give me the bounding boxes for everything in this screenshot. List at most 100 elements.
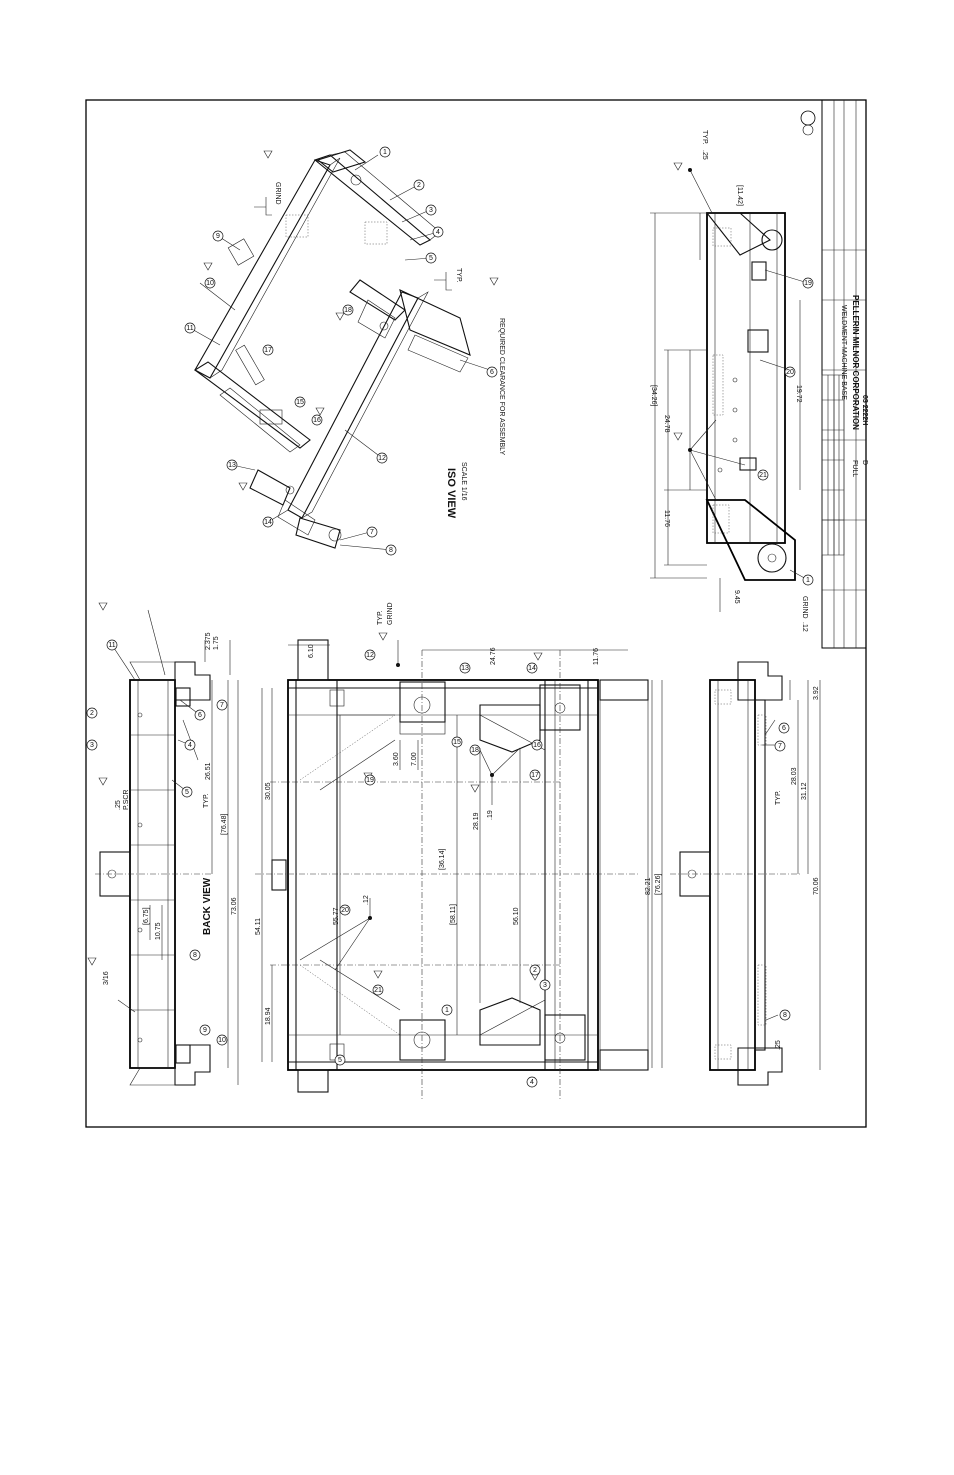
item-balloon [425,252,437,264]
item-balloon-number: 3 [90,742,94,749]
back-weld-b: .25 [115,800,122,810]
item-balloon-number: 14 [264,519,272,526]
item-balloon-number: 3 [429,207,433,214]
item-balloon [184,322,196,334]
back-dim-a: 26.51 [205,762,212,780]
iso-view-scale: SCALE 1/16 [460,462,467,501]
plan-weld-b: .19 [487,810,494,820]
iso-view: 1 2 3 4 5 6 7 8 9 10 11 12 13 14 15 16 1… [184,146,505,556]
item-balloon-number: 8 [193,952,197,959]
title-block: PELLERIN MILNOR CORPORATION WELDMENT-MAC… [800,99,868,649]
item-balloon [342,304,354,316]
plan-dim-g: 82.21 [645,877,652,895]
front-view: 6 7 8 70.06 31.12 3.92 28.03 TYP. .25 [670,661,821,1086]
item-balloon-number: 12 [378,455,386,462]
back-dim-b: 10.75 [155,922,162,940]
item-balloon-number: 11 [108,642,115,649]
item-balloon [106,639,118,651]
plan-weld-grind: GRIND [387,602,394,625]
plan-weld-a: .12 [363,895,370,905]
sheet-size: D [861,460,868,465]
item-balloon-number: 4 [530,1079,534,1086]
item-balloon-number: 13 [228,462,236,469]
side-weld-b: .12 [801,622,808,632]
item-balloon-number: 17 [264,347,272,354]
item-balloon-number: 4 [436,229,440,236]
back-weld-typ: TYP. [203,793,210,808]
item-balloon [529,769,541,781]
item-balloon [802,574,814,586]
item-balloon-number: 10 [206,280,214,287]
item-balloon-number: 2 [417,182,421,189]
plan-dim-c: 18.94 [265,1007,272,1025]
item-balloon [262,516,274,528]
front-dim-d: 28.03 [791,767,798,785]
item-balloon [189,949,201,961]
item-balloon [531,739,543,751]
plan-dim-l: 11.76 [593,648,600,665]
item-balloon-number: 2 [90,710,94,717]
front-weld-typ: TYP. [775,790,782,805]
front-dim-c: 3.92 [813,686,820,700]
item-balloon-number: 11 [186,325,193,332]
item-balloon [86,739,98,751]
item-balloon [526,662,538,674]
item-balloon-number: 7 [370,529,374,536]
item-balloon-number: 13 [461,665,469,672]
item-balloon [379,146,391,158]
item-balloon-number: 15 [453,739,461,746]
item-balloon-number: 19 [366,777,374,784]
item-balloon [459,662,471,674]
item-balloon [311,414,323,426]
side-dim-e: 19.72 [795,385,802,403]
back-weld-c: P.SCR [123,790,130,811]
side-weld-grind: GRIND [801,596,808,619]
item-balloon-number: 6 [782,725,786,732]
item-balloon-number: 18 [471,747,479,754]
item-balloon-number: 14 [528,665,536,672]
side-dim-a: [11.42] [736,185,743,206]
item-balloon-number: 16 [533,742,541,749]
item-balloon [802,277,814,289]
item-balloon [757,469,769,481]
item-balloon [366,526,378,538]
item-balloon-number: 2 [533,967,537,974]
item-balloon-number: 19 [804,280,812,287]
company-name: PELLERIN MILNOR CORPORATION [851,295,860,430]
item-balloon [364,649,376,661]
item-balloon [539,979,551,991]
item-balloon [413,179,425,191]
item-balloon [294,396,306,408]
back-dim-e: 1.75 [213,636,220,650]
item-balloon [779,1009,791,1021]
front-weld-a: .25 [775,1040,782,1050]
item-balloon-number: 7 [220,702,224,709]
plan-dim-n: 3.60 [393,752,400,766]
back-dim-c: [6.75] [143,907,150,925]
plan-dim-e: [58.11] [450,904,457,925]
plan-dim-d: 55.77 [333,907,340,925]
item-balloon-number: 21 [374,987,382,994]
item-balloon [199,1024,211,1036]
plan-dim-h: [76.26] [655,874,662,895]
item-balloon [432,226,444,238]
item-balloon-number: 20 [786,369,794,376]
plan-dim-f: 56.10 [513,907,520,925]
item-balloon-number: 5 [185,789,189,796]
item-balloon [204,277,216,289]
back-weld-a: 3/16 [103,971,110,985]
back-dim-ref: [76.48] [221,814,228,835]
item-balloon [194,709,206,721]
drawing-border [85,99,867,1128]
plan-view: 12 13 14 15 16 17 18 19 20 21 1 2 3 4 5 … [255,602,663,1100]
side-dim-b: [34.26] [650,385,657,406]
item-balloon [529,964,541,976]
iso-weld-grind: GRIND [274,182,281,205]
side-view: 19 20 21 1 [11.42] [34.26] 24.78 11.76 1… [650,130,814,632]
item-balloon-number: 6 [490,369,494,376]
item-balloon [441,1004,453,1016]
iso-weld-typ: TYP. [455,268,462,283]
item-balloon [372,984,384,996]
plan-dim-o: 7.00 [411,752,418,766]
item-balloon-number: 3 [543,982,547,989]
